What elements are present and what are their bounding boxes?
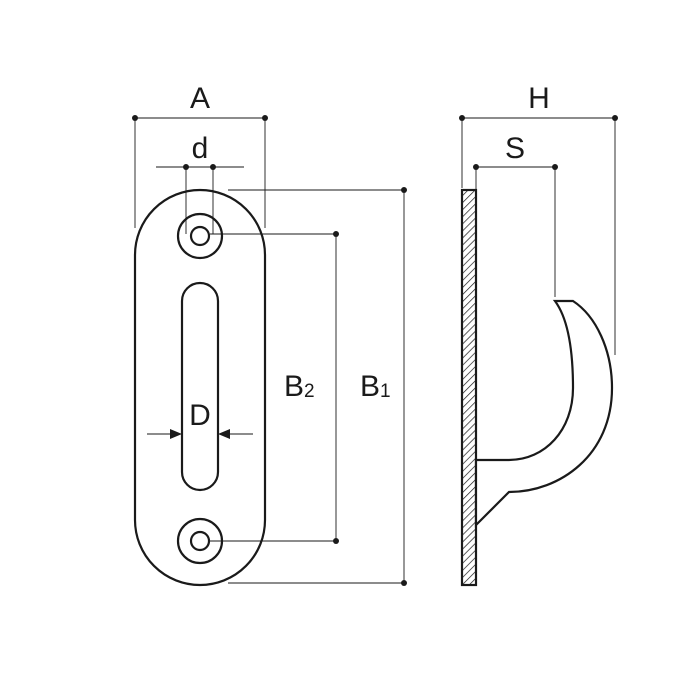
dimension-d-label: d xyxy=(192,132,209,165)
bottom-screw-hole xyxy=(176,517,224,565)
dimension-s: S xyxy=(473,132,558,297)
dimension-h-label: H xyxy=(528,82,550,115)
dimension-b1-label: B1 xyxy=(360,370,391,403)
dimension-d-large: D xyxy=(147,399,253,439)
dimension-a: A xyxy=(132,82,268,228)
side-view xyxy=(460,188,614,587)
top-screw-hole xyxy=(176,212,224,260)
center-slot xyxy=(180,281,220,492)
dimension-s-label: S xyxy=(505,132,525,165)
hook-body xyxy=(474,299,614,528)
dimension-d-large-label: D xyxy=(189,399,211,432)
dimension-b1: B1 xyxy=(228,187,407,586)
dimension-b2-label: B2 xyxy=(284,370,315,403)
dimension-h: H xyxy=(459,82,618,355)
plate-section xyxy=(460,188,478,587)
dimension-b2: B2 xyxy=(210,231,339,544)
front-view xyxy=(133,188,267,587)
dimension-a-label: A xyxy=(190,82,210,115)
dimension-d-small: d xyxy=(156,132,244,234)
